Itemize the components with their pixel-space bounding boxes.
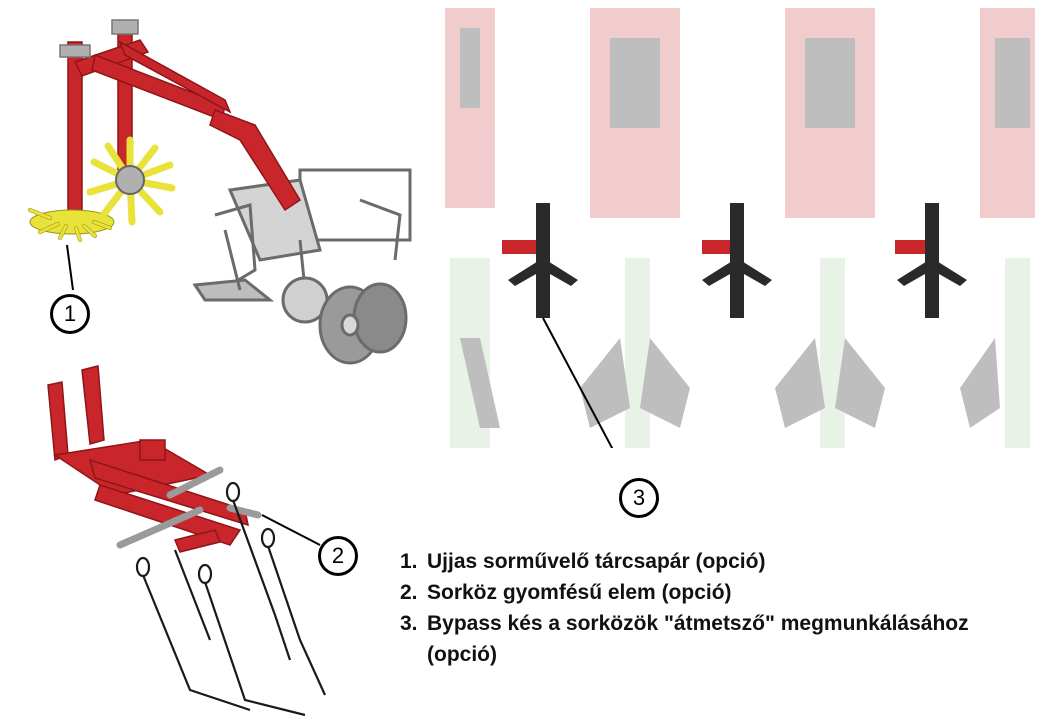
bypass-knife-3 [895, 203, 967, 318]
legend-item-1: 1. Ujjas sorművelő tárcsapár (opció) [400, 546, 1040, 577]
bypass-knife-1 [502, 203, 578, 318]
weeder-frame [47, 365, 249, 553]
legend-text: Sorköz gyomfésű elem (opció) [427, 581, 732, 604]
row-unit-ghost [960, 8, 1035, 448]
legend-text: Bypass kés a sorközök "átmetsző" megmunk… [427, 612, 969, 666]
tine-weeder-illustration [47, 365, 327, 717]
callout-1: 1 [50, 294, 90, 334]
legend-list: 1. Ujjas sorművelő tárcsapár (opció) 2. … [400, 546, 1040, 670]
red-frame [59, 19, 302, 218]
legend-text: Ujjas sorművelő tárcsapár (opció) [427, 550, 766, 573]
axles [116, 466, 262, 549]
legend-number: 3. [400, 612, 418, 635]
finger-wheel-left [28, 208, 115, 242]
row-unit-ghost [775, 8, 885, 448]
row-units-ghosted [445, 8, 1035, 448]
spring-tines [135, 481, 327, 717]
finger-wheel-right [86, 136, 176, 226]
callout-3: 3 [619, 478, 659, 518]
legend-number: 1. [400, 550, 418, 573]
cultivator-unit [192, 168, 412, 365]
callout-2: 2 [318, 536, 358, 576]
legend-item-2: 2. Sorköz gyomfésű elem (opció) [400, 577, 1040, 608]
bypass-knife-illustration [445, 8, 1035, 448]
bypass-knife-2 [702, 203, 772, 318]
finger-weeder-illustration [28, 19, 412, 365]
legend-item-3: 3. Bypass kés a sorközök "átmetsző" megm… [400, 608, 1040, 670]
row-unit-ghost [445, 8, 500, 448]
row-unit-ghost [580, 8, 690, 448]
legend-number: 2. [400, 581, 418, 604]
